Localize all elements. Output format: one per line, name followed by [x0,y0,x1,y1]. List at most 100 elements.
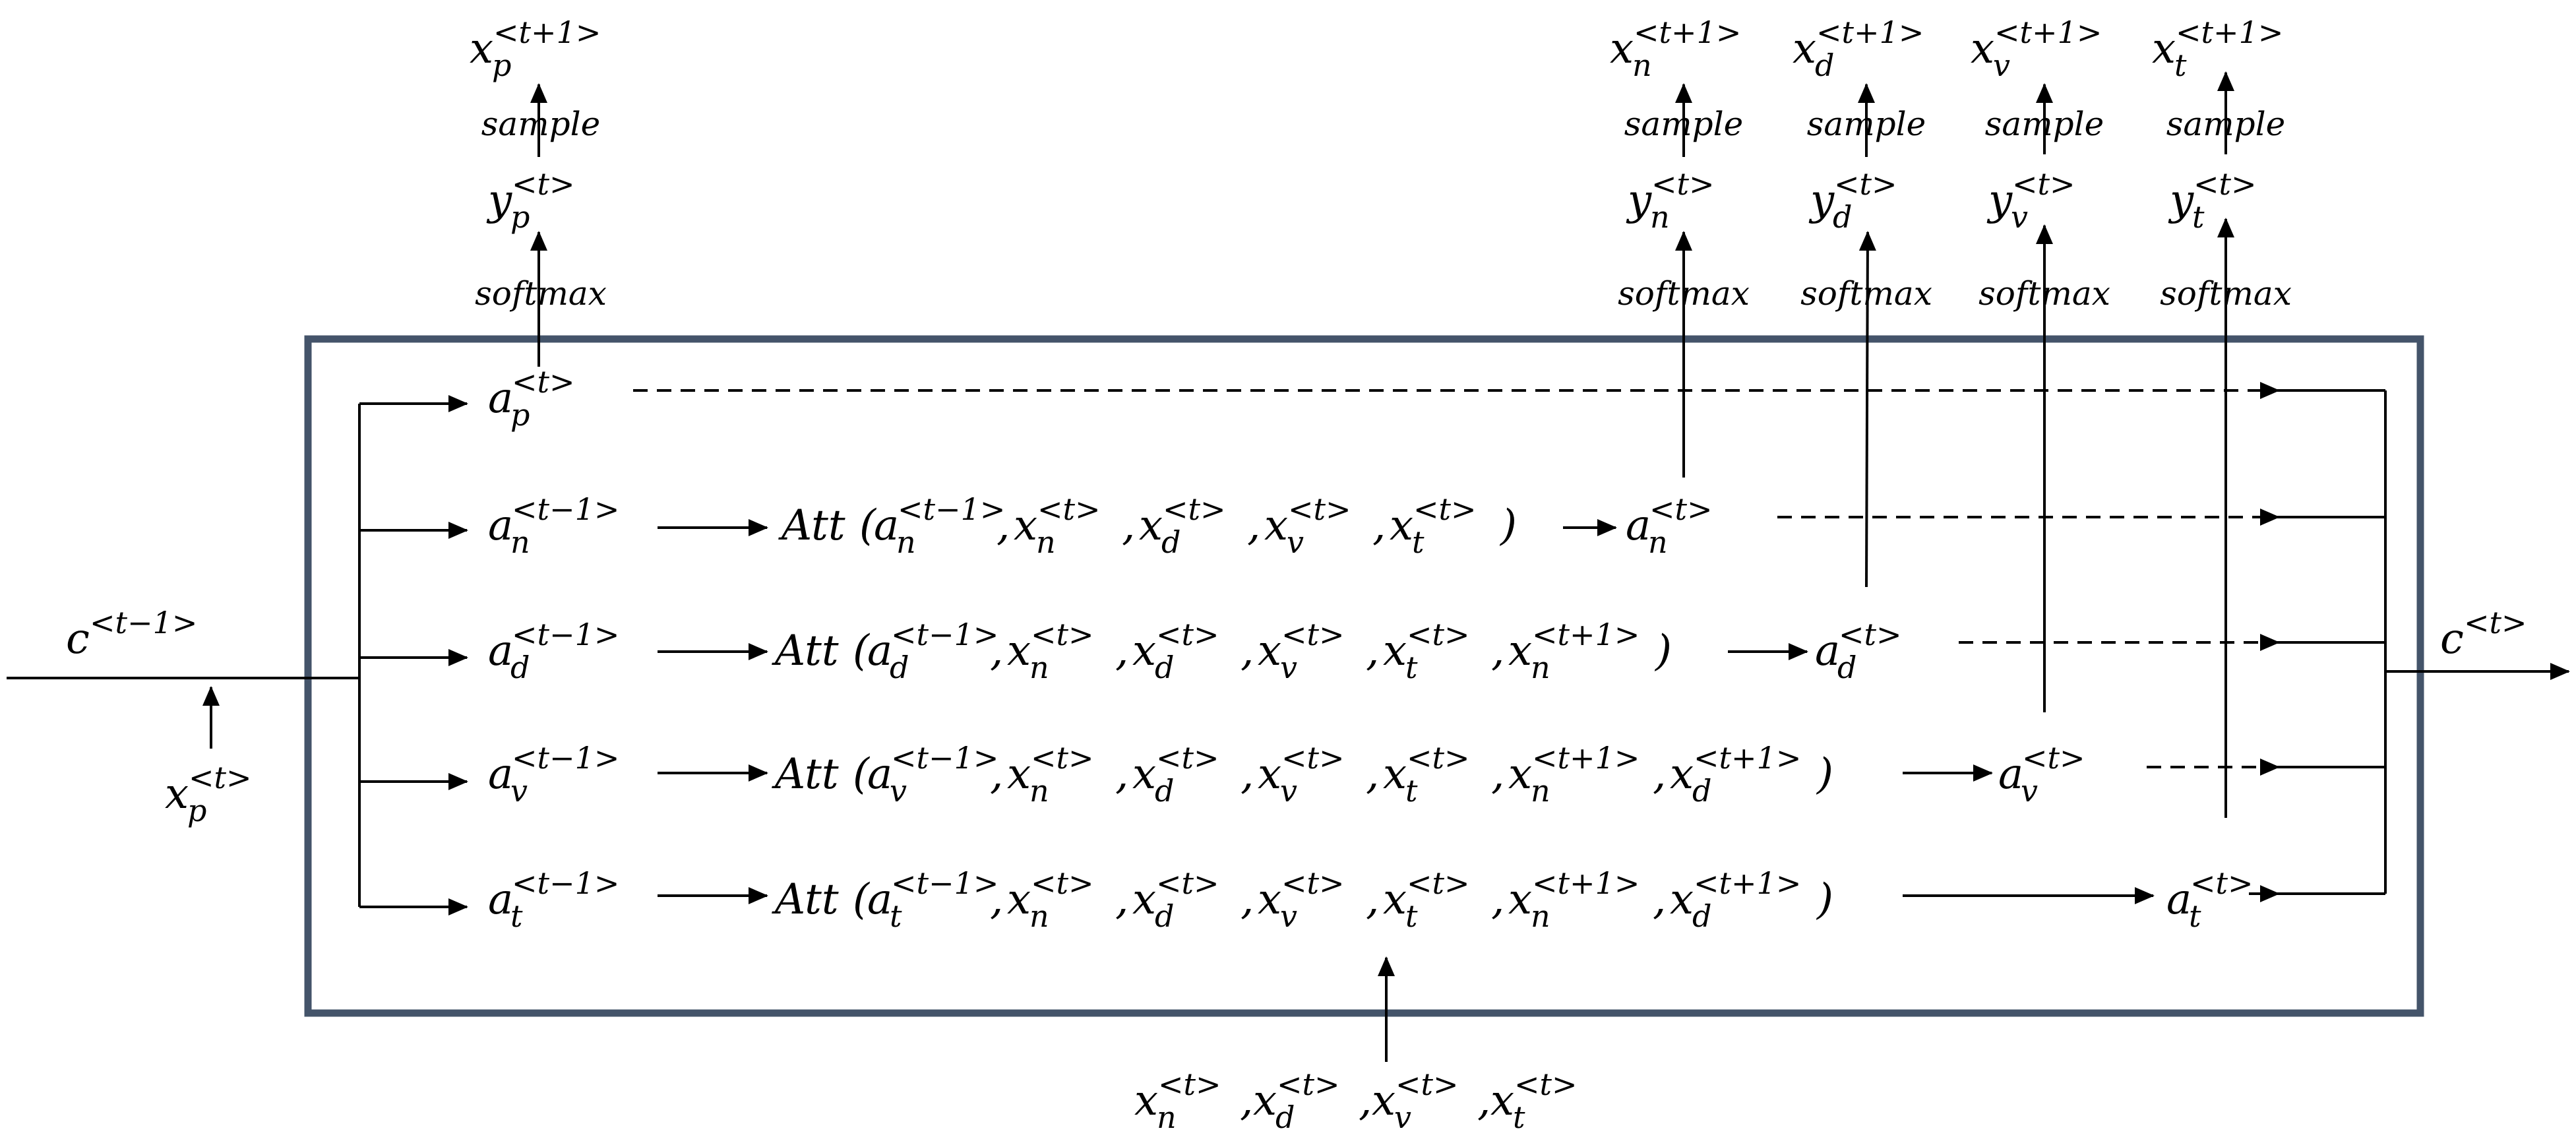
att-row-v-close-paren: ) [1816,750,1833,799]
y-v-t-sub: v [2011,199,2028,235]
att-row-d-comma-0: , [990,627,1003,675]
att-input-arrows [658,519,768,904]
att-row-t-x-n-tplus1-sub: n [1531,898,1550,934]
a-p-t-base: a [488,374,513,423]
att-row-d-x-v-t-base: x [1258,627,1281,675]
att-row-d-comma-3: , [1366,627,1379,675]
att-row-t-x-v-t-sup: <t> [1281,865,1345,901]
att-row-d-x-n-t-base: x [1007,627,1031,675]
a-d-t-base: a [1815,627,1840,675]
sample-label-n: sample [1624,105,1743,143]
cell-frame [304,335,2424,1017]
a-t-tminus1-sub: t [510,898,523,934]
bottom-x-n-t-sub: n [1157,1099,1177,1135]
att-row-t-comma-2: , [1241,875,1254,924]
bottom-x-n-t: xn<t> [1134,1067,1221,1135]
x-p-tplus1-sup: <t+1> [493,15,601,50]
y-v-t-sup: <t> [2012,166,2075,202]
bottom-x-t-t: xt<t> [1490,1067,1578,1135]
y-t-t-sub: t [2192,199,2205,235]
softmax-label-t: softmax [2160,274,2292,313]
att-output-arrows [1563,519,2155,904]
x-d-tplus1-sub: d [1815,47,1834,83]
y-t-t-sup: <t> [2193,166,2257,202]
att-row-t-x-d-t-sub: d [1155,898,1174,934]
y-n-t-base: y [1626,176,1652,225]
a-p-t-sub: p [510,397,530,433]
att-row-d-comma-4: , [1491,627,1504,675]
c-tminus1-base: c [66,615,90,664]
att-row-d-x-v-t-sub: v [1280,650,1297,685]
bottom-x-n-t-sup: <t> [1158,1067,1221,1102]
att-row-t-x-t-t: xt<t> [1383,865,1470,934]
att-row-n-close-paren: ) [1499,501,1517,550]
y-p-t: yp<t> [486,166,575,235]
att-row-t-att: Att [772,875,839,924]
att-row-t-comma-4: , [1491,875,1504,924]
y-n-t-sub: n [1650,199,1670,235]
y-d-t-base: y [1808,176,1835,225]
att-row-v-att: Att [772,750,839,799]
output-vertical-arrows [530,71,2234,818]
att-row-v-x-n-tplus1: xn<t+1> [1508,740,1640,809]
att-row-n-comma-2: , [1247,501,1260,550]
att-row-v-a-v-tminus1: av<t−1> [867,740,998,809]
bottom-x-v-t-sup: <t> [1395,1067,1459,1102]
att-row-v-a-v-tminus1-base: a [867,750,892,799]
att-row-n-x-t-t-sub: t [1412,524,1425,560]
math-labels: xp<t+1>sampleyp<t>softmaxxn<t+1>sampleyn… [66,15,2527,1135]
c-t-base: c [2440,615,2464,664]
att-row-t-x-d-tplus1-sup: <t+1> [1694,865,1801,901]
att-row-t-x-n-t: xn<t> [1007,865,1094,934]
bottom-comma-2: , [1477,1076,1490,1125]
att-row-t-a-t-tminus1-sup: <t−1> [891,865,998,901]
att-row-d-x-v-t-sup: <t> [1281,617,1345,652]
att-row-v-x-t-t-sup: <t> [1407,740,1470,776]
x-p-t-input-sub: p [187,793,206,828]
a-d-tminus1: ad<t−1> [488,617,619,685]
a-t-t-base: a [2166,875,2192,924]
a-v-tminus1-sup: <t−1> [512,740,619,776]
att-row-v-x-n-tplus1-sup: <t+1> [1532,740,1640,776]
att-row-d-x-n-tplus1-sub: n [1531,650,1550,685]
bottom-x-d-t-sub: d [1275,1099,1295,1135]
x-n-tplus1-base: x [1610,24,1634,73]
att-row-t-close-paren: ) [1816,875,1833,924]
a-n-t-base: a [1626,501,1651,550]
att-row-v-x-d-tplus1-sub: d [1692,773,1711,809]
y-p-t-sup: <t> [512,166,575,202]
bottom-comma-0: , [1240,1076,1253,1125]
att-row-n-x-v-t-sub: v [1287,524,1304,560]
att-row-t-x-t-t-sub: t [1405,898,1418,934]
att-row-t-x-v-t: xv<t> [1258,865,1345,934]
merge-lines [2279,389,2570,895]
att-row-v-x-v-t-sub: v [1280,773,1297,809]
x-n-tplus1-sup: <t+1> [1634,15,1741,50]
att-row-v-x-d-t-base: x [1132,750,1156,799]
att-row-t-x-d-t-base: x [1132,875,1156,924]
c-tminus1: c<t−1> [66,605,197,664]
att-row-d-x-t-t: xt<t> [1383,617,1470,685]
att-row-t-a-t-tminus1-base: a [867,875,892,924]
att-row-v-x-t-t-sub: t [1405,773,1418,809]
att-row-v-comma-0: , [990,750,1003,799]
att-row-t-x-d-tplus1: xd<t+1> [1670,865,1801,934]
att-row-n-x-d-t-sup: <t> [1163,491,1226,527]
att-row-t-x-t-t-base: x [1383,875,1407,924]
att-row-t-x-d-tplus1-base: x [1670,875,1694,924]
c-t-sup: <t> [2464,605,2527,640]
bottom-x-n-t-base: x [1134,1076,1158,1125]
bottom-x-d-t-sup: <t> [1277,1067,1340,1102]
a-d-tminus1-base: a [488,627,513,675]
att-row-v-comma-5: , [1653,750,1666,799]
att-row-n-comma-0: , [997,501,1010,550]
att-row-t-x-n-tplus1-sup: <t+1> [1532,865,1640,901]
x-t-tplus1: xt<t+1> [2152,15,2283,83]
a-n-tminus1-sup: <t−1> [512,491,619,527]
att-row-d-x-d-t-sup: <t> [1156,617,1219,652]
sample-label-v: sample [1985,105,2104,143]
att-row-d-att: Att [772,627,839,675]
att-row-v-x-v-t: xv<t> [1258,740,1345,809]
a-n-t: an<t> [1626,491,1713,560]
